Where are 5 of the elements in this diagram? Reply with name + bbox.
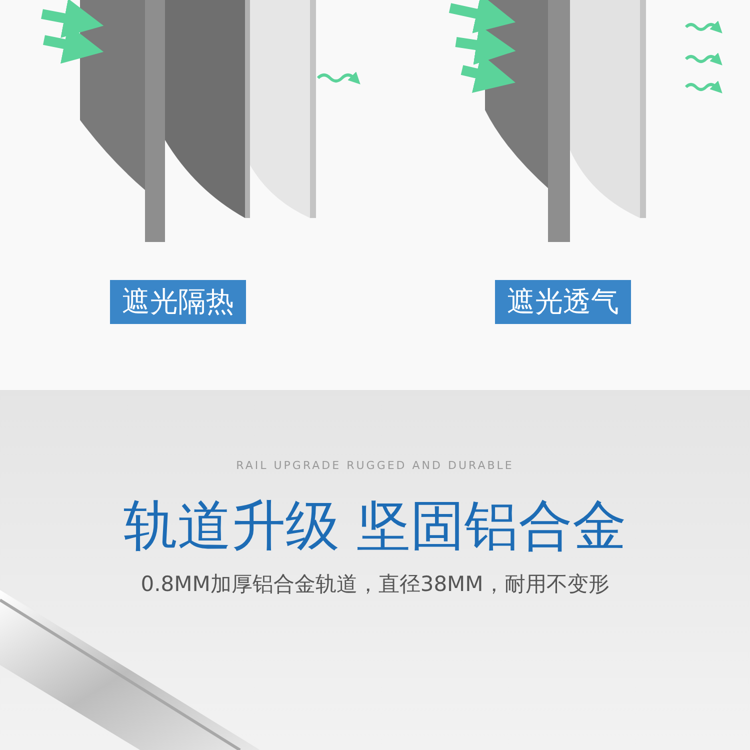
feature-label: 遮光隔热 [110,280,246,324]
description-text: 0.8MM加厚铝合金轨道，直径38MM，耐用不变形 [140,571,610,598]
headline-text: 轨道升级 坚固铝合金 [122,493,628,559]
subheading-text: RAIL UPGRADE RUGGED AND DURABLE [235,459,515,472]
feature-label: 遮光透气 [495,280,631,324]
